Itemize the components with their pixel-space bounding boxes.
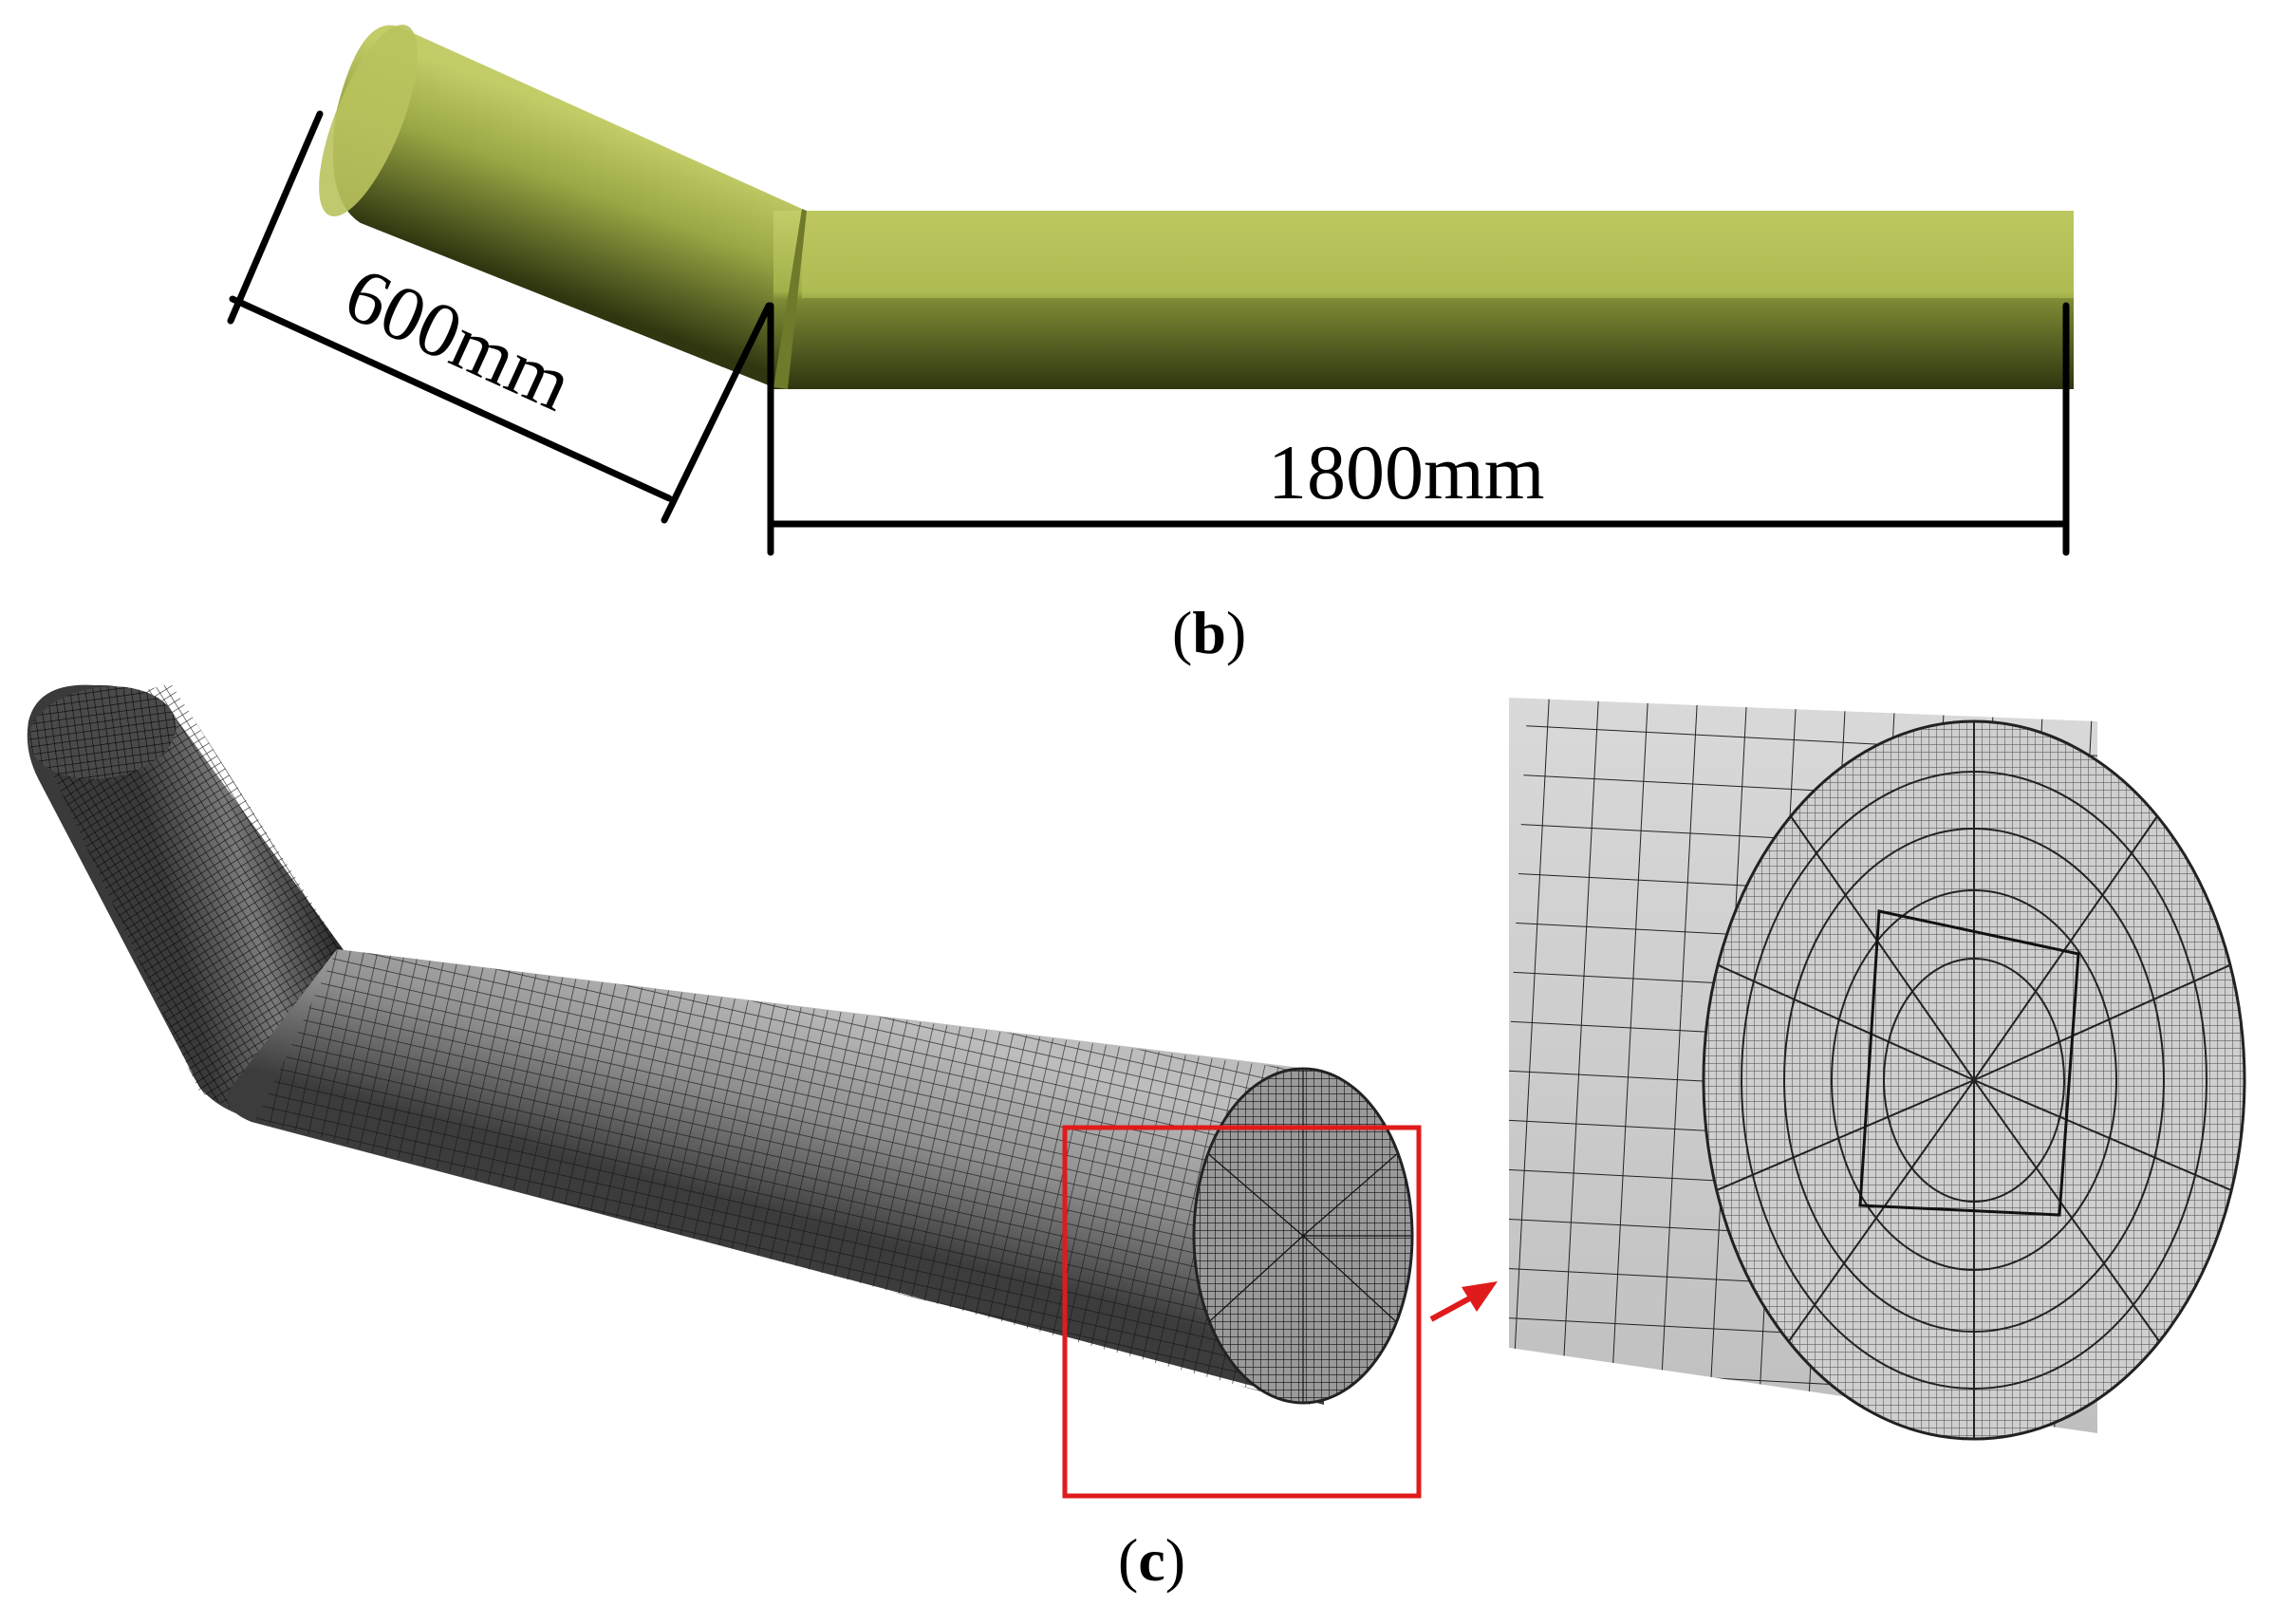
end-face-radial-lines	[1704, 721, 2244, 1439]
dimension-1800mm-label: 1800mm	[1268, 429, 1545, 515]
zoom-highlight-box	[1062, 1125, 1422, 1499]
panel-b-geometry: 600mm 1800mm (b)	[227, 25, 2074, 666]
straight-pipe-highlight	[802, 211, 2074, 298]
panel-c-label: (c)	[1118, 1526, 1185, 1594]
end-face-core-block	[1858, 909, 2080, 1217]
inclined-pipe-body	[332, 25, 802, 387]
inclined-pipe-end-cap	[319, 25, 418, 216]
zoom-inset	[1509, 698, 2246, 1441]
dimension-600mm	[227, 110, 773, 524]
bend-joint	[773, 209, 807, 389]
panel-b-label: (b)	[1172, 599, 1246, 666]
panel-c-mesh: (c)	[27, 683, 2246, 1594]
mesh-straight-pipe	[227, 949, 1414, 1405]
zoom-arrow	[1429, 1281, 1498, 1322]
dimension-1800mm	[767, 302, 2070, 556]
mesh-inclined-pipe	[27, 683, 346, 1120]
